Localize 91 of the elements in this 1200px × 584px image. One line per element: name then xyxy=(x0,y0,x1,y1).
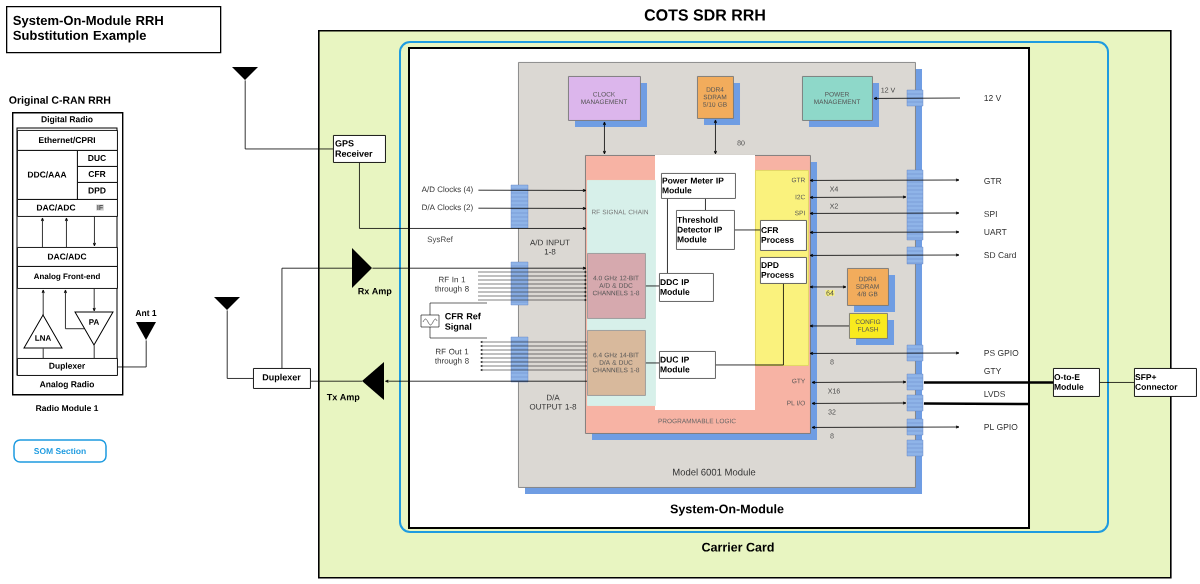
title-box: System-On-Module RRH Substitution Example xyxy=(6,6,222,54)
node-label: Ant 1 xyxy=(135,310,157,316)
amplifier-triangle: LNA xyxy=(23,314,63,349)
arrow xyxy=(478,206,587,210)
block-box: O-to-E Module xyxy=(1053,368,1100,397)
signal-source: CFR Ref Signal xyxy=(420,302,488,339)
connector-line xyxy=(42,348,44,359)
arrow xyxy=(64,217,68,248)
signal-label: A/D Clocks (4) xyxy=(421,186,473,194)
signal-label: SD Card xyxy=(984,251,1016,259)
block-box: DDC/AAA xyxy=(17,150,78,200)
arrow xyxy=(809,253,960,257)
arrow xyxy=(713,119,717,155)
connector-line xyxy=(923,402,1030,406)
arrow xyxy=(809,351,960,355)
connector-line xyxy=(645,362,660,364)
connector-line xyxy=(645,285,660,287)
arrow xyxy=(41,289,45,316)
connector-line xyxy=(923,381,1053,384)
block-box: SFP+ Connector xyxy=(1134,368,1197,397)
amplifier-triangle: PA xyxy=(74,311,114,346)
signal-label: D/A OUTPUT 1-8 xyxy=(529,394,577,410)
ip-module-box: DUC IP Module xyxy=(659,351,716,379)
arrow xyxy=(478,188,587,192)
arrow xyxy=(40,217,44,248)
ip-module-box: CFR Process xyxy=(760,220,807,251)
connector-line xyxy=(1099,382,1135,383)
amplifier-triangle xyxy=(362,362,384,400)
antenna-icon xyxy=(214,297,240,310)
antenna-icon xyxy=(232,67,258,80)
connector-line xyxy=(93,345,95,359)
connector-line xyxy=(734,229,761,231)
arrow xyxy=(602,121,606,155)
connector-line xyxy=(281,267,353,369)
ip-module-box: DDC IP Module xyxy=(659,273,714,302)
signal-label: SPI xyxy=(984,211,997,217)
arrow xyxy=(809,178,960,182)
legend-item: SOM Section xyxy=(13,439,107,463)
connector-line xyxy=(705,198,706,211)
amplifier-triangle xyxy=(352,248,372,288)
arrow xyxy=(809,195,907,199)
arrow xyxy=(385,379,588,383)
arrow xyxy=(811,401,907,405)
connector-line xyxy=(244,80,334,150)
signal-label: RF Out 1 through 8 xyxy=(435,348,469,366)
block-box: Duplexer xyxy=(253,368,311,389)
signal-label: RF In 1 through 8 xyxy=(435,276,469,294)
node-label: Radio Module 1 xyxy=(36,404,99,412)
signal-label: GTY xyxy=(984,368,1002,374)
connector-line xyxy=(667,198,668,274)
arrow xyxy=(372,266,587,270)
connector-line xyxy=(117,340,147,368)
connector-line xyxy=(310,380,363,382)
arrow xyxy=(811,425,960,429)
arrow xyxy=(809,211,960,215)
block-box: Duplexer xyxy=(17,358,118,376)
ip-module-box: Power Meter IP Module xyxy=(661,173,736,199)
arrow xyxy=(811,380,907,384)
signal-label: LVDS xyxy=(984,391,1005,397)
edge-label: SysRef xyxy=(426,235,454,245)
arrow xyxy=(809,285,847,289)
block-box: DAC/ADC xyxy=(17,247,118,267)
node-label: Tx Amp xyxy=(326,393,360,403)
signal-label: 12 V xyxy=(984,95,1002,101)
signal-label: PL GPIO xyxy=(984,424,1018,430)
arrow xyxy=(873,96,961,100)
signal-label: PS GPIO xyxy=(984,350,1019,356)
arrow xyxy=(92,288,96,312)
connector-line xyxy=(226,310,254,379)
signal-label: A/D INPUT 1-8 xyxy=(530,239,570,255)
antenna-icon xyxy=(136,322,156,340)
signal-label: D/A Clocks (2) xyxy=(422,204,473,212)
node-label: COTS SDR RRH xyxy=(644,9,765,21)
node-label: Original C-RAN RRH xyxy=(9,96,111,106)
arrow xyxy=(809,230,960,234)
node-label: Rx Amp xyxy=(358,287,392,297)
arrow xyxy=(359,162,587,230)
arrow xyxy=(809,324,850,328)
connector-line xyxy=(715,283,784,366)
arrow xyxy=(92,216,96,247)
block-box: DPD xyxy=(77,182,118,200)
ip-module-box: DPD Process xyxy=(760,257,807,284)
block-box: Analog Front-end xyxy=(17,266,118,289)
arrow xyxy=(63,289,85,330)
node-label: CFR Ref Signal xyxy=(445,312,481,332)
signal-label: GTR xyxy=(984,178,1002,184)
block-box: GPS Receiver xyxy=(333,135,386,163)
signal-label: UART xyxy=(984,229,1007,235)
block-box: CFR xyxy=(77,166,118,183)
ip-module-box: Threshold Detector IP Module xyxy=(676,210,735,250)
block-box: DUC xyxy=(77,150,118,167)
